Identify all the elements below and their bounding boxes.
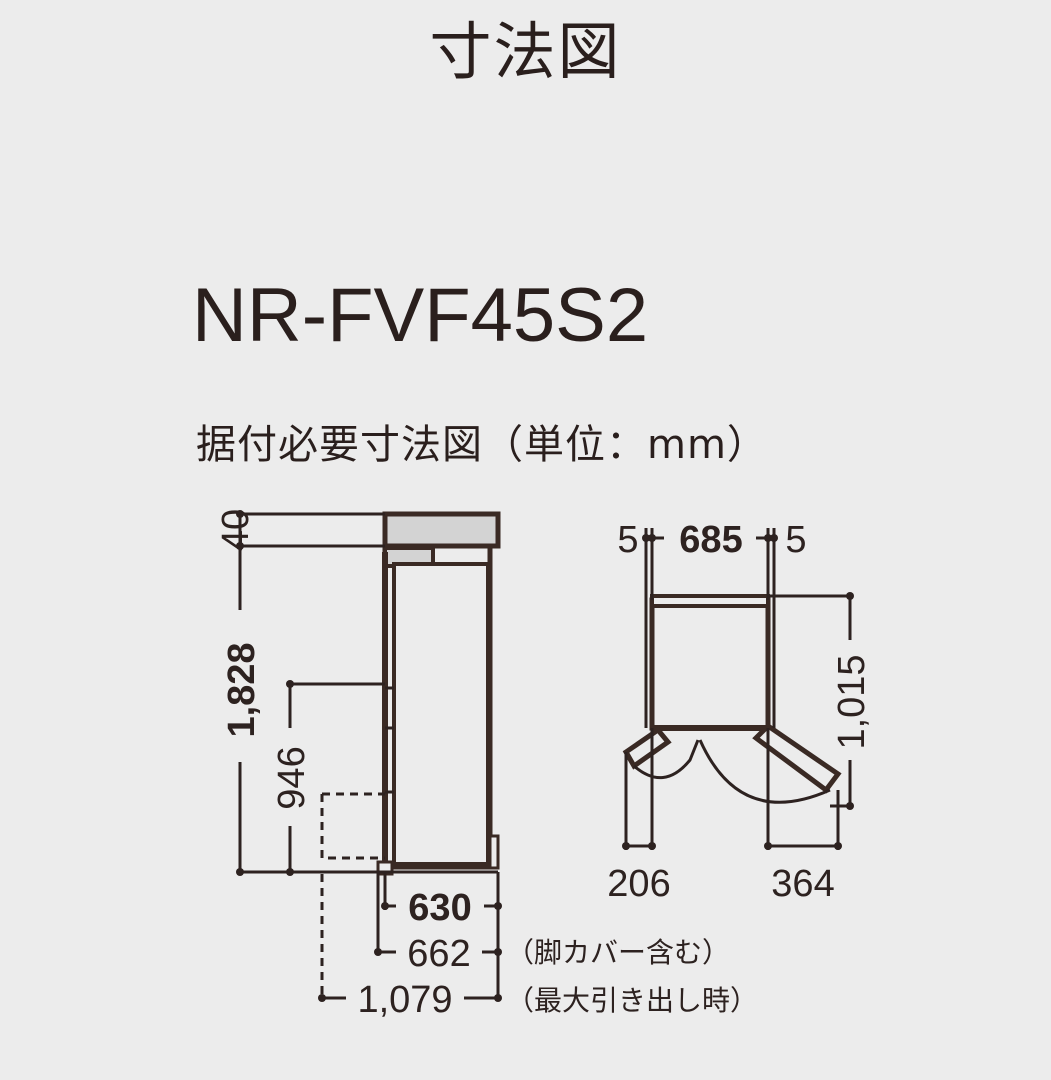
note-drawer-fully-open: （最大引き出し時）	[506, 984, 758, 1017]
top-view-rear-strip	[650, 594, 770, 608]
dim-top-clearance: 40	[215, 509, 257, 551]
dim-left-gap: 5	[617, 519, 638, 561]
top-view: 5 685 5 1,015 206 364	[607, 519, 873, 905]
dim-top-depth: 1,015	[831, 654, 873, 749]
diagram-subtitle: 据付必要寸法図（単位：mm）	[196, 422, 768, 468]
dim-depth-with-cover: 662	[407, 933, 470, 975]
top-clearance-zone	[382, 511, 501, 549]
dim-left-door-swing: 206	[607, 863, 670, 905]
left-door-swing-arc	[633, 739, 700, 780]
dim-depth-drawer-open: 1,079	[357, 979, 452, 1021]
dim-right-gap: 5	[785, 519, 806, 561]
left-door-open	[622, 726, 672, 770]
top-view-cabinet	[649, 597, 771, 731]
page-title: 寸法図	[429, 15, 622, 88]
rear-leg	[488, 834, 500, 870]
right-door-swing-arc	[698, 739, 831, 804]
drawer-open-outline	[320, 792, 385, 860]
dim-depth: 630	[408, 887, 471, 929]
dim-width: 685	[679, 519, 742, 561]
note-with-leg-cover: （脚カバー含む）	[506, 936, 730, 969]
dim-door-height: 946	[271, 746, 313, 809]
fridge-door-panel	[392, 562, 490, 866]
dim-right-door-swing: 364	[771, 863, 834, 905]
model-number: NR-FVF45S2	[192, 273, 649, 358]
dim-height: 1,828	[221, 642, 263, 737]
side-view: 40 1,828 946 630 662 （脚カバー含む）	[215, 509, 758, 1021]
right-door-open	[752, 722, 842, 794]
